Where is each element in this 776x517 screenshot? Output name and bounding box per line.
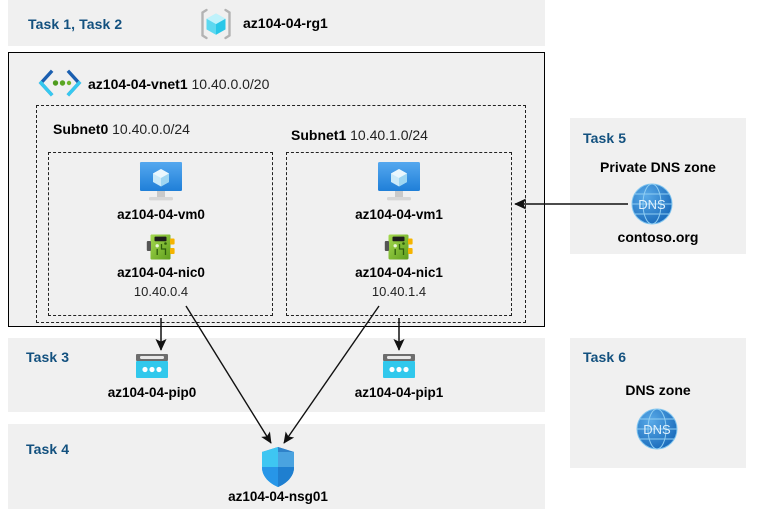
vm1-label: az104-04-vm1 xyxy=(355,207,443,222)
svg-text:DNS: DNS xyxy=(638,197,666,212)
virtual-machine-icon xyxy=(374,161,424,203)
subnets-container xyxy=(36,105,526,323)
virtual-network-icon xyxy=(38,69,82,97)
subnet0-box xyxy=(48,152,273,316)
svg-text:DNS: DNS xyxy=(643,422,671,437)
network-security-group-icon xyxy=(260,446,296,488)
resource-group-panel xyxy=(8,0,545,46)
task-label-1-2: Task 1, Task 2 xyxy=(28,16,123,32)
resource-group-name: az104-04-rg1 xyxy=(243,15,328,31)
dns-zone-icon: DNS xyxy=(630,182,674,226)
nic1-label: az104-04-nic1 xyxy=(355,265,443,280)
nic1-ip: 10.40.1.4 xyxy=(371,284,427,299)
dns-zone-title: DNS zone xyxy=(625,382,691,398)
task-label-6: Task 6 xyxy=(583,349,627,365)
subnet0-title: Subnet0 10.40.0.0/24 xyxy=(53,121,190,137)
public-ip-address-icon xyxy=(134,352,170,382)
nic0-label: az104-04-nic0 xyxy=(117,265,205,280)
private-dns-zone-name: contoso.org xyxy=(617,229,699,245)
task-label-4: Task 4 xyxy=(26,441,70,457)
private-dns-zone-title: Private DNS zone xyxy=(600,159,716,175)
subnet1-box xyxy=(286,152,512,316)
nsg-label: az104-04-nsg01 xyxy=(228,489,328,504)
virtual-machine-icon xyxy=(136,161,186,203)
network-interface-icon xyxy=(146,232,176,262)
task-label-3: Task 3 xyxy=(26,349,70,365)
vm0-label: az104-04-vm0 xyxy=(117,207,205,222)
subnet1-title: Subnet1 10.40.1.0/24 xyxy=(291,127,428,143)
public-ip-address-icon xyxy=(381,352,417,382)
task-label-5: Task 5 xyxy=(583,130,627,146)
resource-group-icon xyxy=(199,7,233,41)
virtual-network-name: az104-04-vnet1 10.40.0.0/20 xyxy=(88,76,270,92)
task3-panel xyxy=(8,338,545,412)
pip1-label: az104-04-pip1 xyxy=(354,385,444,400)
virtual-network-box xyxy=(8,52,545,327)
nic0-ip: 10.40.0.4 xyxy=(133,284,189,299)
pip0-label: az104-04-pip0 xyxy=(107,385,197,400)
dns-zone-icon: DNS xyxy=(635,407,679,451)
network-interface-icon xyxy=(384,232,414,262)
